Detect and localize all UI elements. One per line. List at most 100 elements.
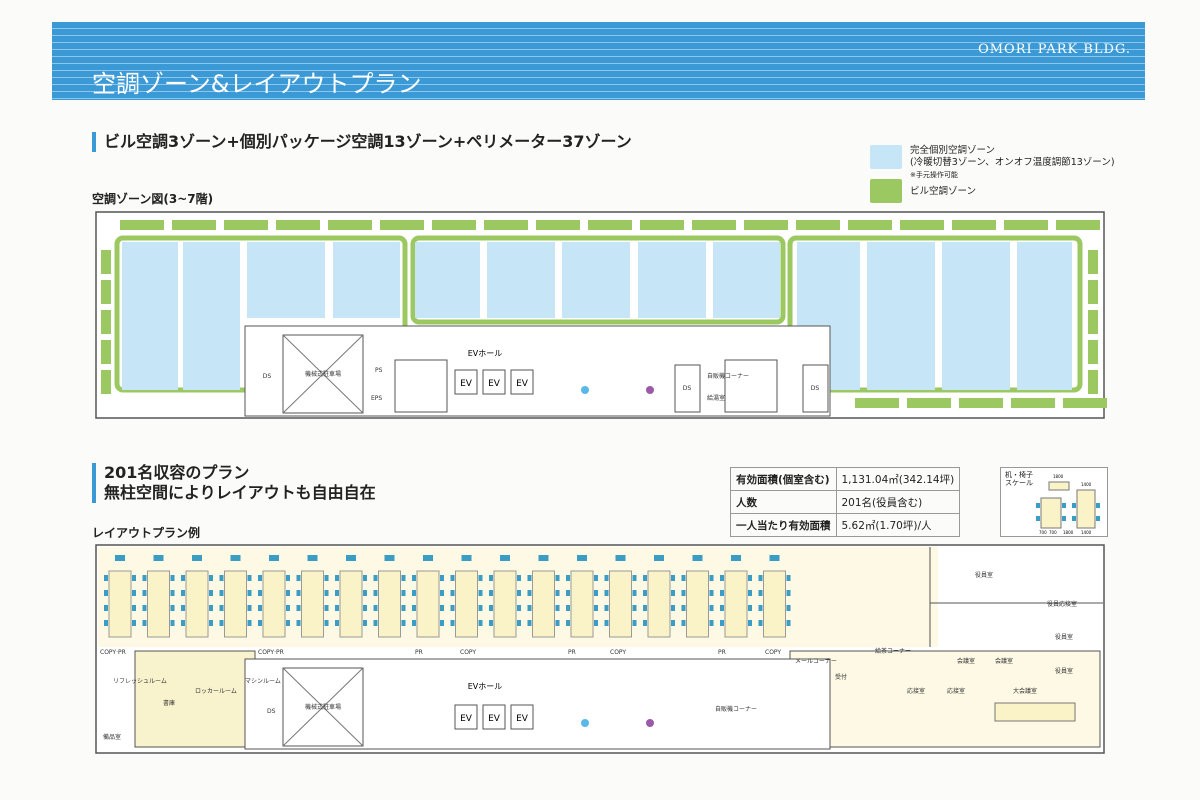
chair xyxy=(170,620,175,626)
chair xyxy=(269,555,279,561)
brand-name: OMORI PARK BLDG. xyxy=(978,42,1131,57)
chair xyxy=(219,590,224,596)
perimeter-zone-bottom xyxy=(959,398,1003,408)
chair xyxy=(373,590,378,596)
chair xyxy=(632,590,637,596)
perimeter-zone-top xyxy=(588,220,632,230)
womens-restroom-icon xyxy=(646,386,654,394)
big-meeting-table xyxy=(994,702,1076,722)
desk-group xyxy=(185,570,209,638)
desk-group xyxy=(378,570,401,638)
layout-heading: 201名収容のプラン 無柱空間によりレイアウトも自由自在 xyxy=(92,463,376,503)
chair xyxy=(401,575,406,581)
desk-group xyxy=(686,570,709,638)
chair xyxy=(566,605,570,611)
chair xyxy=(247,605,252,611)
chair xyxy=(604,605,609,611)
chair xyxy=(517,605,521,611)
chair xyxy=(538,555,549,561)
perimeter-zone-top xyxy=(848,220,892,230)
perimeter-zone-top xyxy=(744,220,788,230)
chair xyxy=(478,620,483,626)
chair xyxy=(335,605,339,611)
chair xyxy=(615,555,626,561)
chair xyxy=(489,590,493,596)
chair xyxy=(247,590,252,596)
chair xyxy=(363,590,367,596)
chair xyxy=(566,590,570,596)
room-meeting: 会議室 xyxy=(957,657,975,665)
chair xyxy=(401,620,406,626)
perimeter-zone-bottom xyxy=(1063,398,1107,408)
scale-label: 机・椅子スケール xyxy=(1005,471,1033,487)
chair xyxy=(258,575,262,581)
chair xyxy=(142,620,147,626)
chair xyxy=(748,590,752,596)
mens-restroom-icon xyxy=(581,386,589,394)
chair xyxy=(758,590,763,596)
chair xyxy=(450,620,455,626)
chair xyxy=(555,605,560,611)
chair xyxy=(555,575,560,581)
layout-heading-line2: 無柱空間によりレイアウトも自由自在 xyxy=(104,483,376,502)
chair xyxy=(517,590,521,596)
legend-swatch-building xyxy=(870,179,902,203)
chair xyxy=(450,575,455,581)
chair xyxy=(654,555,664,561)
parking-label: 機械式駐車場 xyxy=(305,370,341,378)
chair xyxy=(731,555,741,561)
svg-text:EVホール: EVホール xyxy=(468,682,503,691)
desk-group xyxy=(108,570,132,638)
svg-text:DS: DS xyxy=(267,708,276,715)
chair xyxy=(786,590,791,596)
chair xyxy=(219,620,224,626)
chair xyxy=(566,575,570,581)
chair xyxy=(604,590,609,596)
chair xyxy=(346,555,356,561)
chair xyxy=(373,605,378,611)
perimeter-zone-top xyxy=(536,220,580,230)
chair xyxy=(142,605,147,611)
legend-individual-detail: (冷暖切替3ゾーン、オンオフ温度調節13ゾーン) xyxy=(910,157,1115,168)
perimeter-zone-top xyxy=(328,220,372,230)
individual-zone-1 xyxy=(122,242,178,390)
chair xyxy=(555,590,560,596)
svg-text:700: 700 xyxy=(1049,530,1057,535)
ps-label: PS xyxy=(375,367,383,374)
chair xyxy=(720,590,724,596)
svg-text:EV: EV xyxy=(488,379,501,389)
desk-group xyxy=(224,570,247,638)
ds-label: DS xyxy=(263,373,272,380)
chair xyxy=(786,575,791,581)
chair xyxy=(247,575,252,581)
chair xyxy=(335,575,339,581)
chair xyxy=(692,555,703,561)
svg-text:COPY: COPY xyxy=(610,649,626,656)
chair xyxy=(527,590,532,596)
chair xyxy=(604,575,609,581)
room-mail: メールコーナー xyxy=(795,658,837,665)
svg-text:EV: EV xyxy=(488,714,501,724)
desk-group xyxy=(339,570,363,638)
chair xyxy=(115,555,125,561)
chair xyxy=(142,575,147,581)
chair xyxy=(209,605,213,611)
svg-text:機械式駐車場: 機械式駐車場 xyxy=(305,703,341,711)
desk-group xyxy=(763,570,786,638)
svg-text:PR: PR xyxy=(568,649,576,656)
elevators: EV EV EV xyxy=(454,369,534,395)
desk-group xyxy=(262,570,286,638)
chair xyxy=(286,575,290,581)
chair xyxy=(192,555,202,561)
chair xyxy=(748,575,752,581)
desk-group xyxy=(147,570,170,638)
individual-zone-5 xyxy=(415,242,480,318)
svg-text:役員室: 役員室 xyxy=(1055,667,1073,675)
chair xyxy=(758,620,763,626)
chair xyxy=(517,575,521,581)
chair xyxy=(527,605,532,611)
chair xyxy=(170,590,175,596)
chair xyxy=(440,605,444,611)
